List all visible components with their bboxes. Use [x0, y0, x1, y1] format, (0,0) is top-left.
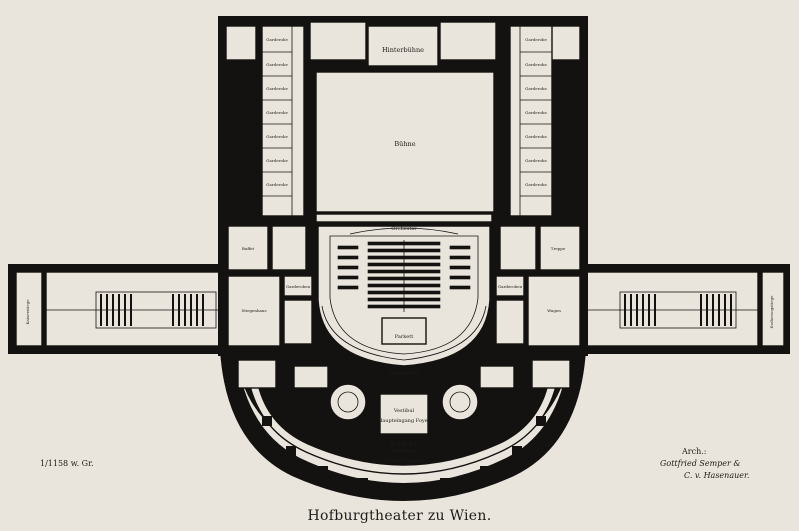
- label-parkett: Parkett: [395, 334, 414, 340]
- label-wagen: Wagen: [547, 308, 561, 313]
- dressing-room-label: Garderobe: [266, 158, 288, 163]
- dressing-room-label: Garderobe: [525, 110, 547, 115]
- dressing-room-labels-right: Garderobe Garderobe Garderobe Garderobe …: [525, 37, 547, 187]
- dressing-room-label: Garderobe: [266, 134, 288, 139]
- architects-note: Arch.: Gottfried Semper & C. v. Hasenaue…: [660, 446, 780, 482]
- dressing-room-label: Garderobe: [525, 134, 547, 139]
- label-buffet: Buffet: [242, 246, 255, 251]
- dressing-room-label: Garderobe: [266, 37, 288, 42]
- label-buhne: Bühne: [394, 140, 415, 148]
- scale-note: 1/1158 w. Gr.: [40, 459, 94, 468]
- plan-labels: Hinterbühne Bühne Orchester Parkett Loge…: [25, 46, 774, 464]
- dressing-room-labels-left: Garderobe Garderobe Garderobe Garderobe …: [266, 37, 288, 187]
- label-orchester: Orchester: [391, 226, 417, 232]
- dressing-room-label: Garderobe: [525, 62, 547, 67]
- dressing-room-label: Garderobe: [525, 37, 547, 42]
- left-stair-treads: [100, 294, 204, 326]
- seat-rows: [337, 240, 471, 312]
- architects-line-2: C. v. Hasenauer.: [684, 471, 750, 480]
- label-kaiser-left: Kaiserstiege: [25, 299, 30, 325]
- label-stiegenhaus: Stiegenhaus: [241, 308, 266, 313]
- label-hinterbuhne: Hinterbühne: [382, 46, 424, 54]
- architects-line-1: Gottfried Semper &: [660, 459, 741, 468]
- label-vestibul: Vestibul: [393, 408, 415, 414]
- label-hauptfoyer: Haupteingang Foyer: [378, 418, 431, 424]
- foyer: [220, 348, 586, 501]
- dressing-room-label: Garderobe: [266, 110, 288, 115]
- label-garderobe-right: Garderoben: [498, 284, 523, 289]
- dressing-room-label: Garderobe: [266, 62, 288, 67]
- right-wing: [576, 264, 790, 354]
- label-logengang: Logengang: [390, 370, 419, 376]
- label-garderobe-left: Garderoben: [286, 284, 311, 289]
- label-haupteingang: Haupteingang: [386, 458, 423, 464]
- dressing-room-label: Garderobe: [525, 86, 547, 91]
- left-dressing-rooms: [262, 26, 293, 216]
- right-dressing-rooms: [519, 26, 552, 216]
- plan-title: Hofburgtheater zu Wien.: [307, 508, 492, 524]
- dressing-room-label: Garderobe: [266, 182, 288, 187]
- left-wing: [8, 264, 230, 354]
- stage-block: [218, 16, 588, 222]
- dressing-room-label: Garderobe: [525, 182, 547, 187]
- label-treppe: Treppe: [551, 246, 566, 251]
- label-wandelgang: Wandelgang: [391, 448, 416, 453]
- architects-heading: Arch.:: [682, 447, 707, 456]
- dressing-room-label: Garderobe: [525, 158, 547, 163]
- dressing-room-label: Garderobe: [266, 86, 288, 91]
- auditorium: [317, 225, 491, 367]
- label-foyer: F o y e r: [390, 440, 418, 448]
- right-stair-treads: [624, 294, 732, 326]
- label-kaiser-right: Erzherzogstiege: [769, 295, 774, 329]
